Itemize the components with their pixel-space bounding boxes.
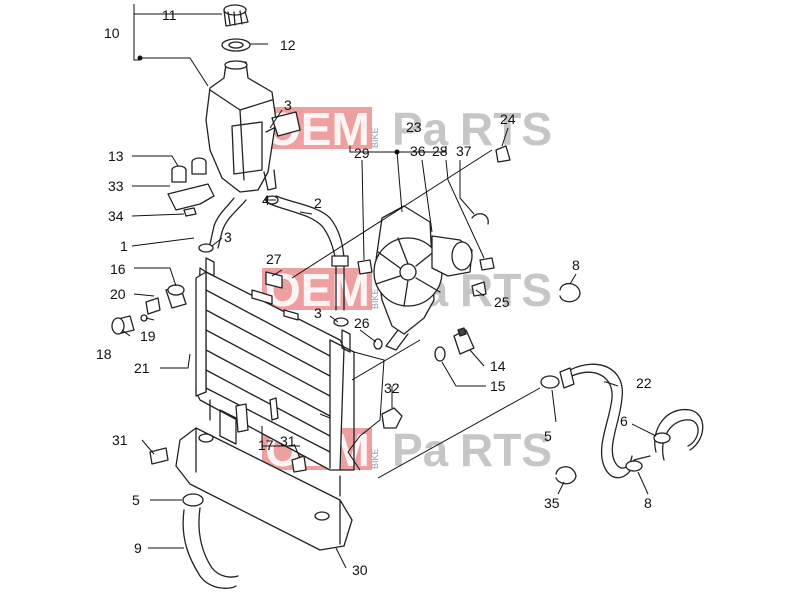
watermark-rts-text: RTS xyxy=(460,424,552,476)
expansion-tank xyxy=(205,60,301,193)
callout-8-bottom: 8 xyxy=(644,495,652,511)
washer xyxy=(373,338,383,350)
watermark-bike-text: BIKE xyxy=(370,288,380,309)
callout-8-top: 8 xyxy=(572,257,580,273)
radiator xyxy=(195,257,355,471)
fan-clip xyxy=(471,213,489,225)
hose-clamp xyxy=(540,375,560,389)
hose-tank-to-radiator xyxy=(209,197,247,249)
fan-screw-top xyxy=(495,145,511,163)
callout-3-low: 3 xyxy=(314,305,322,321)
callout-31-right: 31 xyxy=(280,433,296,449)
callout-20: 20 xyxy=(110,286,126,302)
callout-13: 13 xyxy=(108,148,124,164)
callout-30: 30 xyxy=(352,562,368,578)
watermark-bike-text: BIKE xyxy=(370,448,380,469)
callout-22: 22 xyxy=(636,375,652,391)
fitting xyxy=(235,403,249,433)
watermark-pa-text: Pa xyxy=(392,103,449,155)
callout-25: 25 xyxy=(494,294,510,310)
callout-34: 34 xyxy=(108,208,124,224)
fan-nut xyxy=(357,259,373,275)
callout-11: 11 xyxy=(162,7,177,23)
callout-labels: 11 10 12 3 13 33 34 1 3 2 4 16 20 19 18 … xyxy=(96,7,652,578)
spring-clamp xyxy=(559,283,581,303)
fan-screw xyxy=(479,257,495,271)
o-ring xyxy=(434,346,446,362)
callout-1: 1 xyxy=(120,238,128,254)
hose-clamp xyxy=(333,317,349,327)
callout-31-left: 31 xyxy=(112,432,128,448)
lower-hose xyxy=(182,507,239,589)
callout-5-left: 5 xyxy=(132,492,140,508)
watermark-oem-text: OEM xyxy=(265,264,370,316)
callout-6: 6 xyxy=(620,413,628,429)
hose-clamp xyxy=(625,460,643,472)
callout-4: 4 xyxy=(262,192,270,208)
tank-cap xyxy=(223,4,249,27)
hose-clamp xyxy=(182,493,204,507)
callout-37: 37 xyxy=(456,143,472,159)
callout-18: 18 xyxy=(96,346,112,362)
radiator-mount-hardware xyxy=(111,284,187,335)
callout-32: 32 xyxy=(384,380,400,396)
callout-2: 2 xyxy=(314,195,322,211)
callout-9: 9 xyxy=(134,540,142,556)
callout-35: 35 xyxy=(544,495,560,511)
fitting xyxy=(269,397,279,421)
callout-19: 19 xyxy=(140,328,156,344)
radiator-hose xyxy=(563,363,651,479)
spring-clamp xyxy=(555,466,577,485)
hose-clamp xyxy=(653,432,671,444)
callout-21: 21 xyxy=(134,360,150,376)
lower-tank xyxy=(175,399,353,551)
callout-36: 36 xyxy=(410,143,426,159)
tank-bracket xyxy=(167,183,215,211)
radiator-clips xyxy=(251,271,299,321)
callout-29: 29 xyxy=(354,145,370,161)
callout-27: 27 xyxy=(266,251,282,267)
callout-14: 14 xyxy=(490,358,506,374)
bracket-screw xyxy=(183,207,197,217)
callout-33: 33 xyxy=(108,178,124,194)
callout-26: 26 xyxy=(354,315,370,331)
callout-16: 16 xyxy=(110,261,126,277)
callout-15: 15 xyxy=(490,378,506,394)
callout-3-top: 3 xyxy=(284,97,292,113)
callout-28: 28 xyxy=(432,143,448,159)
fan-screw xyxy=(471,281,487,297)
callout-24: 24 xyxy=(500,111,516,127)
callout-17: 17 xyxy=(258,437,274,453)
callout-12: 12 xyxy=(280,37,296,53)
watermark-bike-text: BIKE xyxy=(370,127,380,148)
watermark-pa-text: Pa xyxy=(392,424,449,476)
callout-3-mid: 3 xyxy=(224,229,232,245)
callout-23: 23 xyxy=(406,119,422,135)
hex-nut xyxy=(381,407,403,429)
callout-10: 10 xyxy=(104,25,120,41)
thermo-switch xyxy=(453,327,475,355)
overflow-hose xyxy=(269,195,345,311)
leader-lines xyxy=(121,4,657,569)
hose-clamp xyxy=(198,243,214,253)
rubber-mounts xyxy=(171,157,207,183)
callout-5-right: 5 xyxy=(544,428,552,444)
tank-screw xyxy=(149,447,169,465)
tank-seal-ring xyxy=(221,38,251,52)
cooling-fan-assembly xyxy=(373,205,473,351)
